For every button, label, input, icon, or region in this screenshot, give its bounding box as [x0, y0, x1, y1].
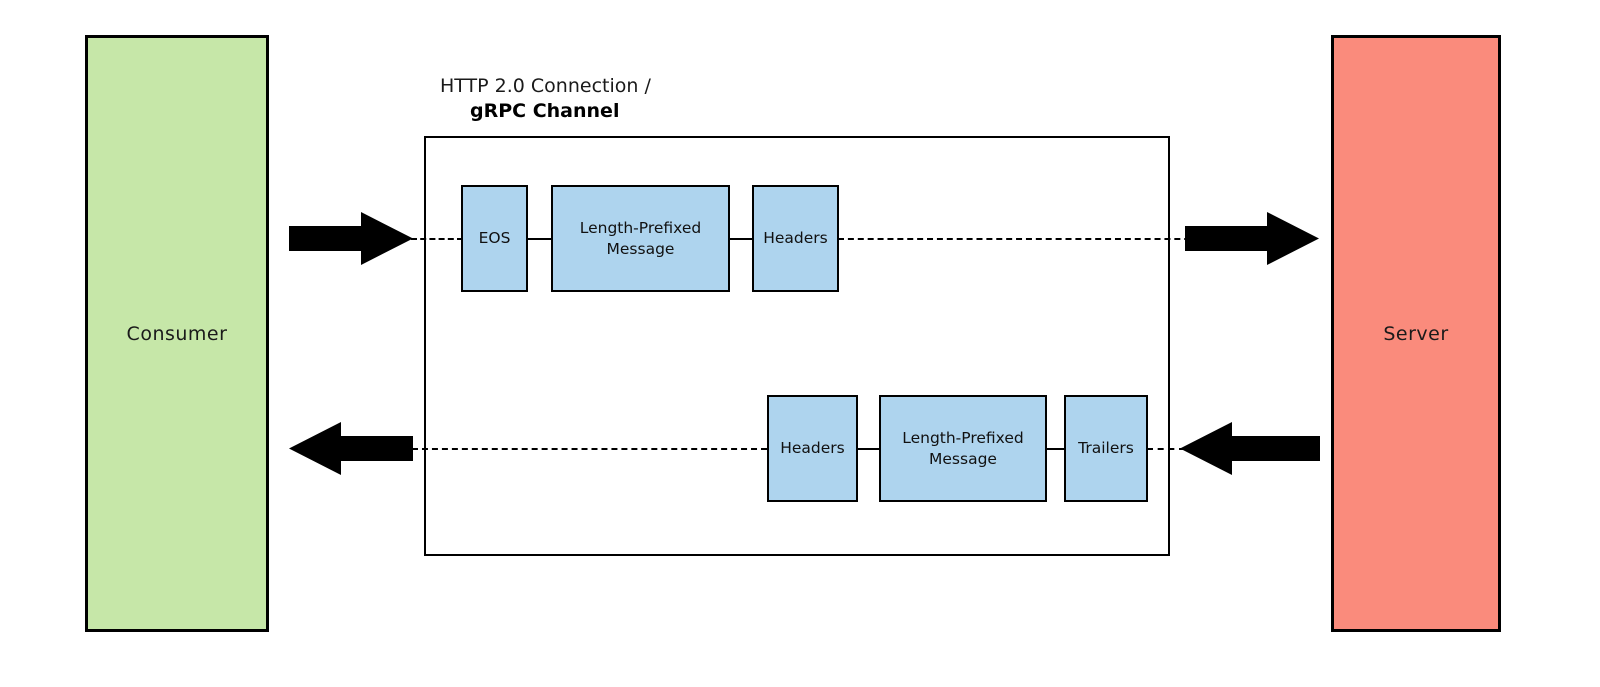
- request-frame-message-line2: Message: [606, 239, 675, 258]
- consumer-label: Consumer: [126, 322, 228, 345]
- channel-title-line1: HTTP 2.0 Connection /: [440, 75, 651, 97]
- channel-title: HTTP 2.0 Connection / gRPC Channel: [440, 74, 870, 123]
- request-dashed-line-right: [838, 238, 1210, 240]
- server-panel: Server: [1331, 35, 1501, 632]
- consumer-panel: Consumer: [85, 35, 269, 632]
- server-out-arrow: [1180, 422, 1320, 475]
- response-frame-length-prefixed-message: Length-Prefixed Message: [879, 395, 1047, 502]
- channel-title-line2: gRPC Channel: [470, 99, 620, 122]
- response-frame-headers: Headers: [767, 395, 858, 502]
- server-in-arrow: [1185, 212, 1319, 265]
- response-link-headers-to-message: [858, 448, 881, 450]
- request-frame-message-label: Length-Prefixed Message: [576, 218, 706, 260]
- request-frame-eos: EOS: [461, 185, 528, 292]
- request-frame-length-prefixed-message: Length-Prefixed Message: [551, 185, 730, 292]
- request-frame-eos-label: EOS: [478, 229, 511, 248]
- request-frame-message-line1: Length-Prefixed: [579, 218, 702, 237]
- consumer-out-arrow: [289, 212, 413, 265]
- response-frame-headers-label: Headers: [780, 439, 845, 458]
- request-link-eos-to-message: [527, 238, 553, 240]
- response-link-message-to-trailers: [1046, 448, 1066, 450]
- server-label: Server: [1383, 322, 1449, 345]
- response-frame-trailers-label: Trailers: [1078, 439, 1134, 458]
- request-dashed-line-left: [411, 238, 463, 240]
- response-frame-message-line2: Message: [929, 449, 997, 468]
- response-frame-message-label: Length-Prefixed Message: [898, 428, 1028, 470]
- request-frame-headers-label: Headers: [763, 229, 828, 248]
- request-frame-headers: Headers: [752, 185, 839, 292]
- response-dashed-line-left: [412, 448, 767, 450]
- response-frame-message-line1: Length-Prefixed: [902, 428, 1024, 447]
- request-link-message-to-headers: [729, 238, 754, 240]
- grpc-channel-box: [424, 136, 1170, 556]
- response-dashed-line-right: [1147, 448, 1185, 450]
- consumer-in-arrow: [289, 422, 413, 475]
- response-frame-trailers: Trailers: [1064, 395, 1148, 502]
